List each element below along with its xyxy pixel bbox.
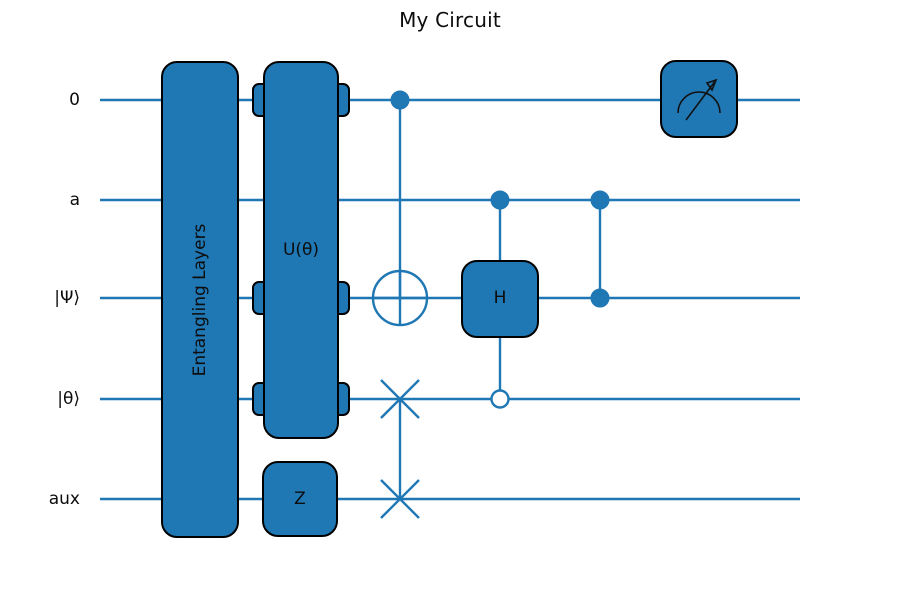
swap-cross-theta[interactable]: [380, 379, 420, 419]
swap-cross-aux[interactable]: [380, 479, 420, 519]
measure-icon: [677, 78, 721, 121]
gate-measurement[interactable]: [660, 60, 738, 138]
z-gate-label: Z: [294, 489, 306, 509]
swap-cross-aux-stroke-b: [380, 479, 420, 519]
u-theta-label: U(θ): [283, 240, 319, 260]
wire-label-aux: aux: [48, 489, 80, 509]
hadamard-gate-box[interactable]: [461, 260, 539, 338]
gate-swap[interactable]: [380, 379, 420, 519]
u-theta-box[interactable]: [263, 61, 339, 439]
wire-label-0: 0: [69, 90, 80, 110]
cz-control-dot-psi[interactable]: [590, 288, 610, 308]
cz-control-dot-a[interactable]: [590, 190, 610, 210]
hadamard-gate-label: H: [494, 288, 507, 308]
entangling-layers-label: Entangling Layers: [190, 223, 210, 376]
measurement-gate-box[interactable]: [660, 60, 738, 138]
cnot-control-dot[interactable]: [390, 90, 410, 110]
gate-hadamard[interactable]: H: [461, 190, 539, 409]
z-gate-box[interactable]: [262, 461, 338, 537]
gate-controlled-z[interactable]: [590, 190, 610, 308]
hadamard-control-dot-open[interactable]: [490, 389, 510, 409]
swap-cross-theta-stroke-b: [380, 379, 420, 419]
gate-entangling-layers[interactable]: Entangling Layers: [161, 61, 239, 538]
hadamard-control-dot-filled[interactable]: [490, 190, 510, 210]
wire-label-theta: |θ⟩: [57, 389, 80, 409]
gate-z[interactable]: Z: [262, 461, 338, 537]
gate-u-theta[interactable]: U(θ): [252, 61, 350, 439]
page-title: My Circuit: [399, 8, 501, 32]
wire-label-psi: |Ψ⟩: [54, 288, 80, 308]
wire-label-a: a: [69, 190, 80, 210]
gate-cnot[interactable]: [371, 90, 429, 327]
entangling-layers-box[interactable]: [161, 61, 239, 538]
